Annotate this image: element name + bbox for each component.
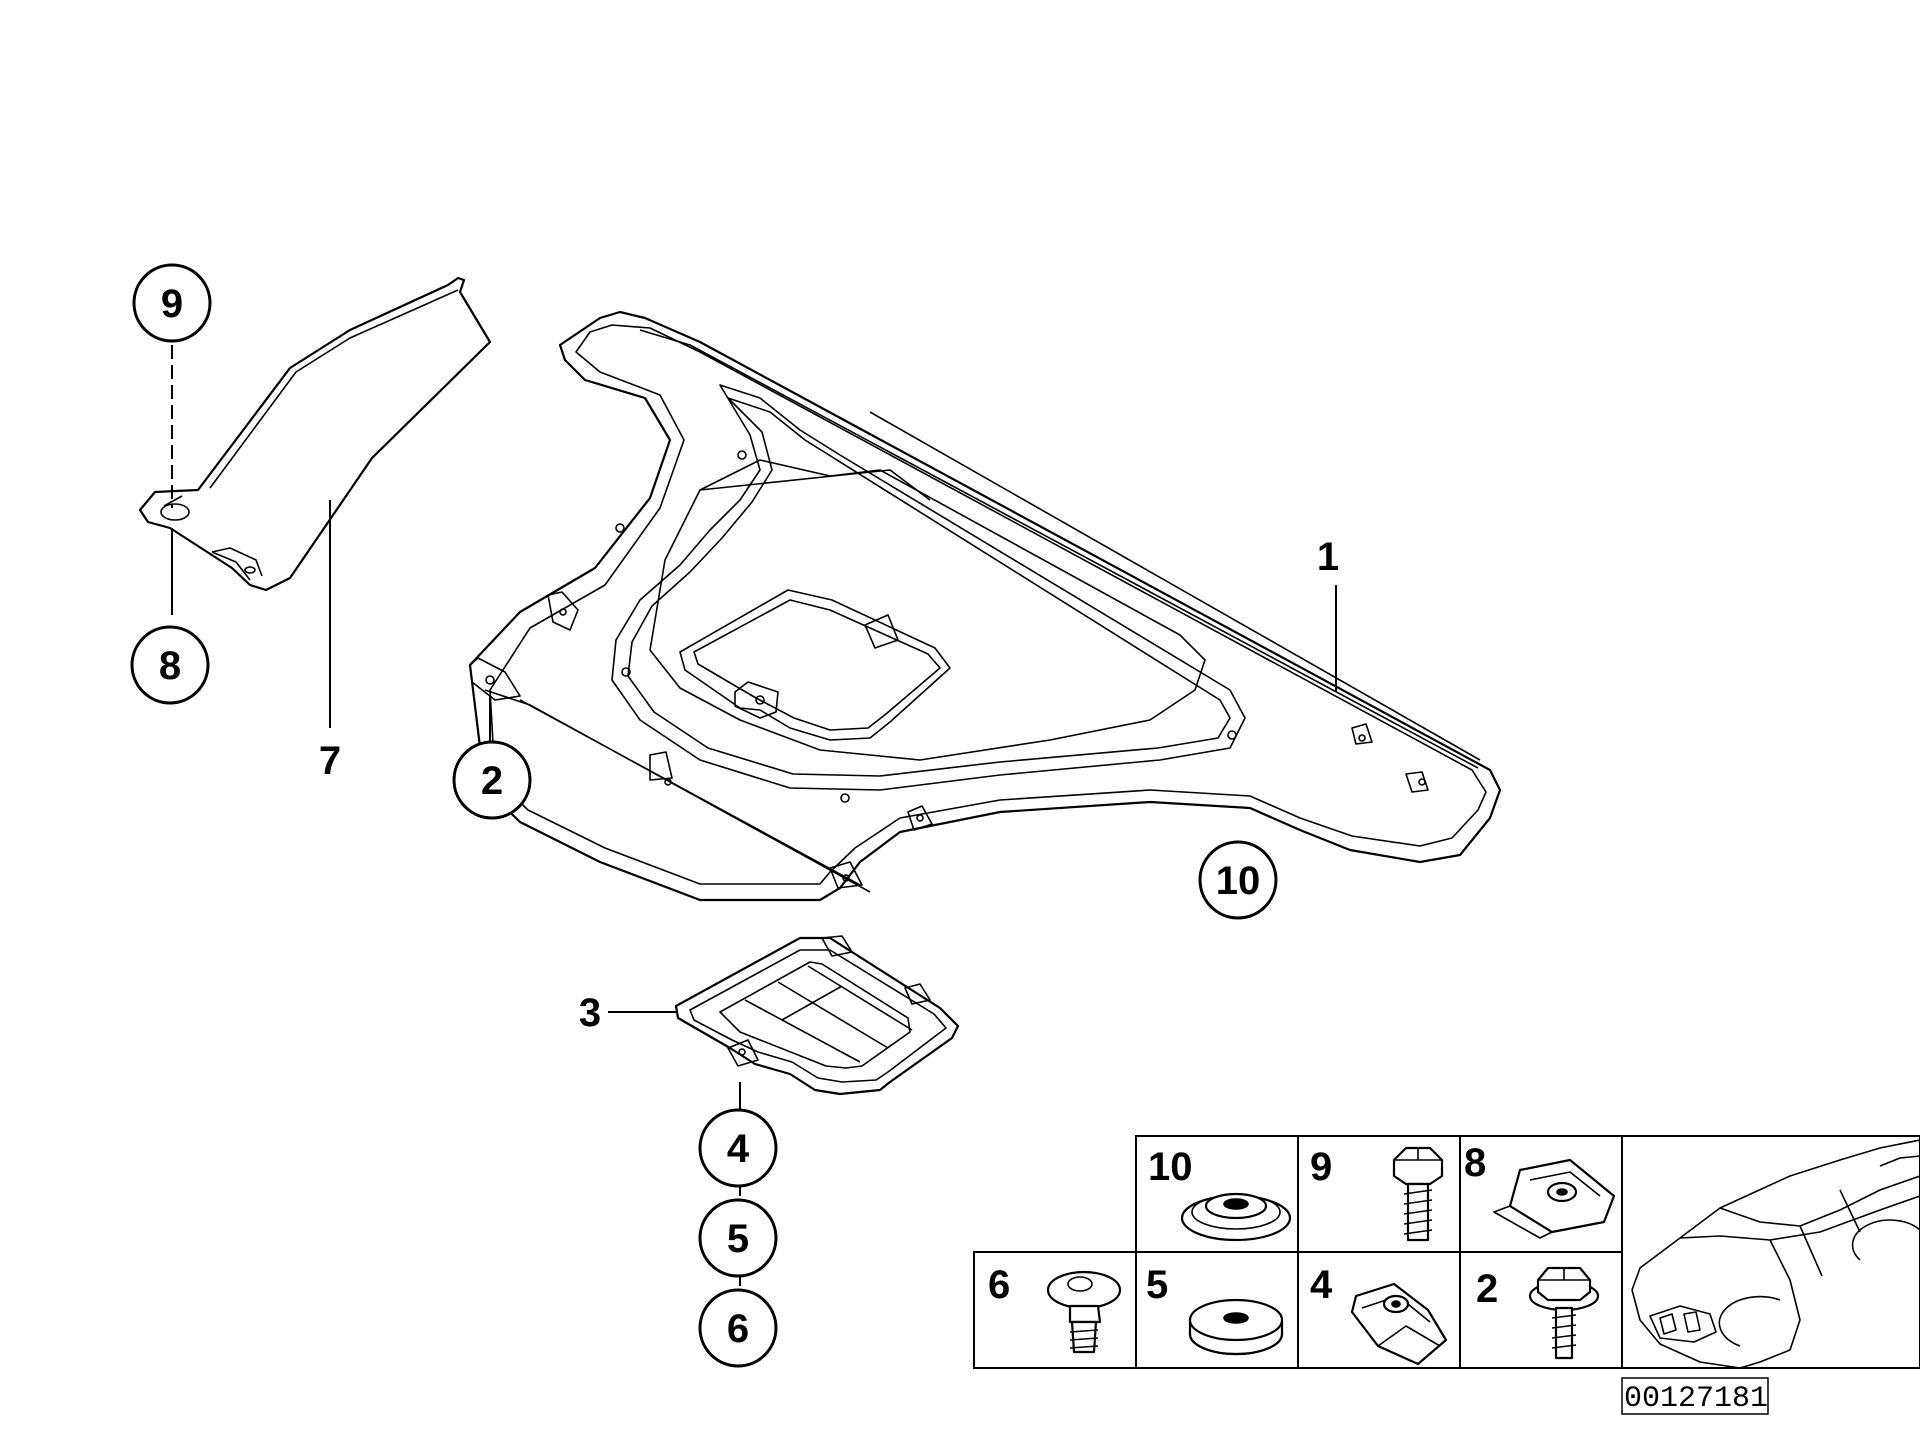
luggage-floor-panel-part (468, 310, 1502, 902)
svg-text:5: 5 (727, 1217, 749, 1261)
svg-text:9: 9 (1310, 1145, 1332, 1189)
callout-4: 4 (698, 1108, 778, 1188)
callout-2: 2 (452, 740, 532, 820)
callout-8: 8 (130, 625, 210, 705)
svg-text:9: 9 (161, 282, 183, 326)
callout-1: 1 (1317, 535, 1339, 579)
svg-text:4: 4 (727, 1127, 750, 1171)
callout-7: 7 (319, 739, 341, 783)
callout-3: 3 (579, 991, 601, 1035)
svg-text:6: 6 (727, 1307, 749, 1351)
hex-bolt-icon (1392, 1146, 1444, 1242)
callout-5: 5 (698, 1198, 778, 1278)
svg-text:8: 8 (1464, 1141, 1486, 1185)
legend-item-5: 5 (1146, 1263, 1284, 1356)
hardware-legend: 10 9 8 (973, 1135, 1920, 1369)
svg-text:8: 8 (159, 644, 181, 688)
washer-icon (1188, 1298, 1284, 1356)
svg-text:3: 3 (579, 991, 601, 1035)
svg-text:1: 1 (1317, 535, 1339, 579)
svg-text:6: 6 (988, 1263, 1010, 1307)
leader-lines (171, 345, 1337, 1286)
svg-text:00127181: 00127181 (1624, 1382, 1768, 1416)
side-bracket-part (138, 276, 492, 592)
callout-10: 10 (1198, 840, 1278, 920)
callout-9: 9 (132, 263, 212, 343)
spring-clip-icon (1350, 1282, 1448, 1366)
svg-text:5: 5 (1146, 1263, 1168, 1307)
legend-item-9: 9 (1310, 1145, 1444, 1242)
legend-item-2: 2 (1476, 1266, 1600, 1360)
legend-item-4: 4 (1310, 1263, 1448, 1366)
cover-flap-part (674, 935, 960, 1096)
clip-nut-icon (1493, 1158, 1616, 1239)
legend-item-8: 8 (1464, 1141, 1616, 1239)
document-number: 00127181 (1621, 1377, 1769, 1416)
callout-6: 6 (698, 1288, 778, 1368)
legend-item-10: 10 (1148, 1145, 1292, 1242)
svg-text:4: 4 (1310, 1263, 1333, 1307)
svg-text:7: 7 (319, 739, 341, 783)
expanding-rivet-icon (1046, 1270, 1122, 1354)
svg-text:2: 2 (481, 759, 503, 803)
svg-text:10: 10 (1148, 1145, 1193, 1189)
svg-text:2: 2 (1476, 1267, 1498, 1311)
vehicle-thumbnail (1631, 1139, 1920, 1369)
legend-item-6: 6 (988, 1263, 1122, 1354)
flange-bolt-icon (1528, 1266, 1600, 1360)
grommet-icon (1180, 1192, 1292, 1242)
svg-text:10: 10 (1216, 859, 1261, 903)
